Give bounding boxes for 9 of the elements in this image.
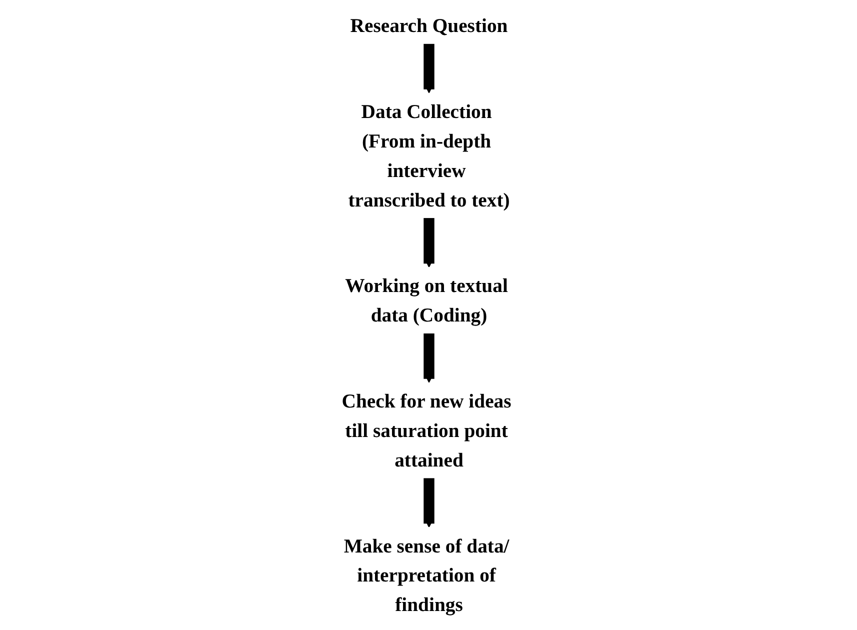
arrow [423, 478, 434, 528]
node-text: Working on textual data (Coding) [344, 274, 508, 326]
arrow [423, 218, 434, 268]
node-text: Make sense of data/ interpretation of findings [343, 534, 509, 616]
node-text: Data Collection (From in-depth interview transcribed to text) [348, 100, 510, 211]
node-text: Research Question [350, 14, 508, 37]
arrow [423, 44, 434, 94]
node-text: Check for new ideas till saturation point attained [341, 390, 511, 471]
arrow [423, 333, 434, 383]
